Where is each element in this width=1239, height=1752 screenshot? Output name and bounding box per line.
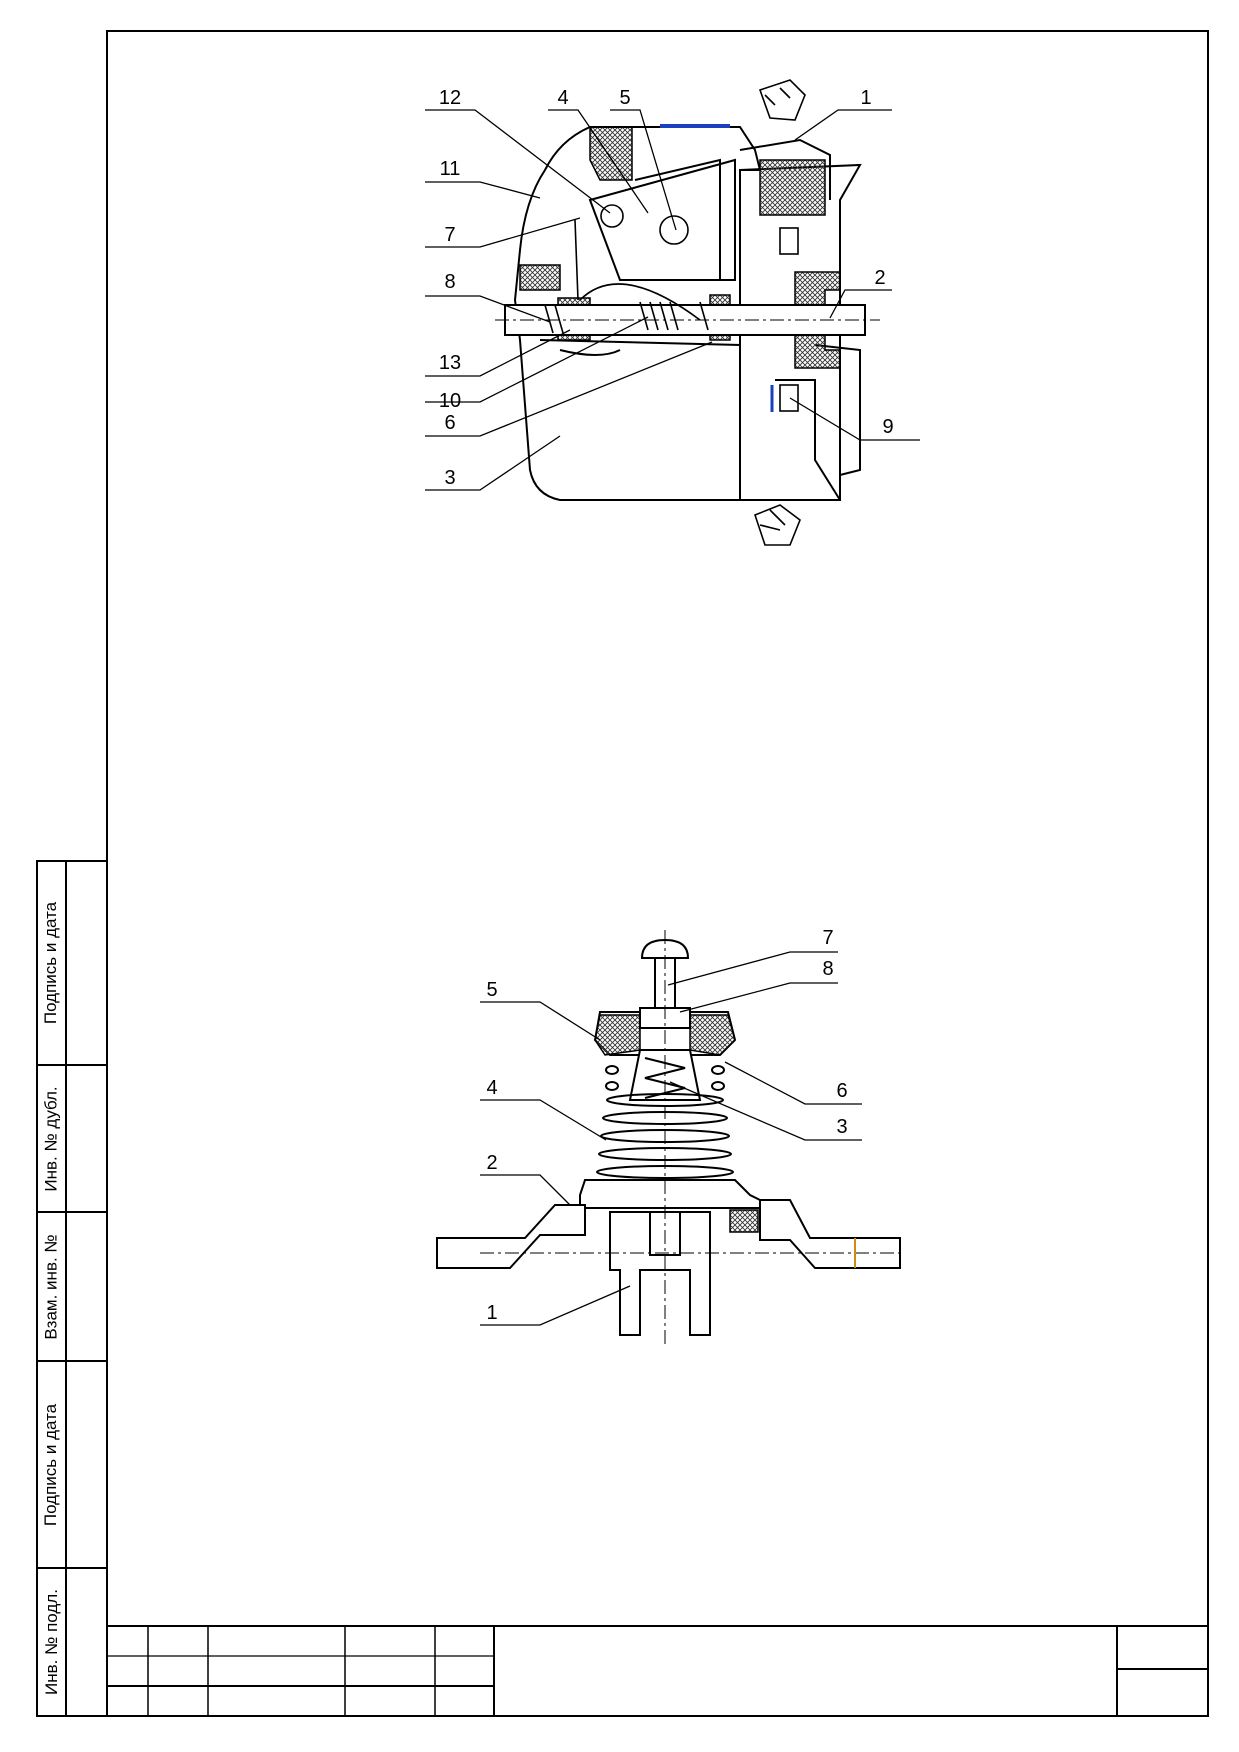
callout-top-11: 11	[440, 158, 461, 180]
callout-top-7: 7	[444, 224, 455, 246]
callout-top-6: 6	[444, 412, 455, 434]
callout-top-2: 2	[874, 267, 885, 289]
callout-top-4: 4	[557, 87, 568, 109]
callout-top-13: 13	[439, 352, 461, 374]
callout-top-1: 1	[860, 87, 871, 109]
callout-bottom-2: 2	[486, 1152, 497, 1174]
callout-bottom-8: 8	[822, 958, 833, 980]
callout-top-12: 12	[439, 87, 461, 109]
callout-top-3: 3	[444, 467, 455, 489]
callout-bottom-4: 4	[486, 1077, 497, 1099]
callout-bottom-5: 5	[486, 979, 497, 1001]
callout-bottom-3: 3	[836, 1116, 847, 1138]
callout-top-5: 5	[619, 87, 630, 109]
callout-top-8: 8	[444, 271, 455, 293]
callout-top-10: 10	[439, 390, 461, 412]
callout-bottom-6: 6	[836, 1080, 847, 1102]
callout-top-9: 9	[882, 416, 893, 438]
callout-bottom-7: 7	[822, 927, 833, 949]
callout-bottom-1: 1	[486, 1302, 497, 1324]
